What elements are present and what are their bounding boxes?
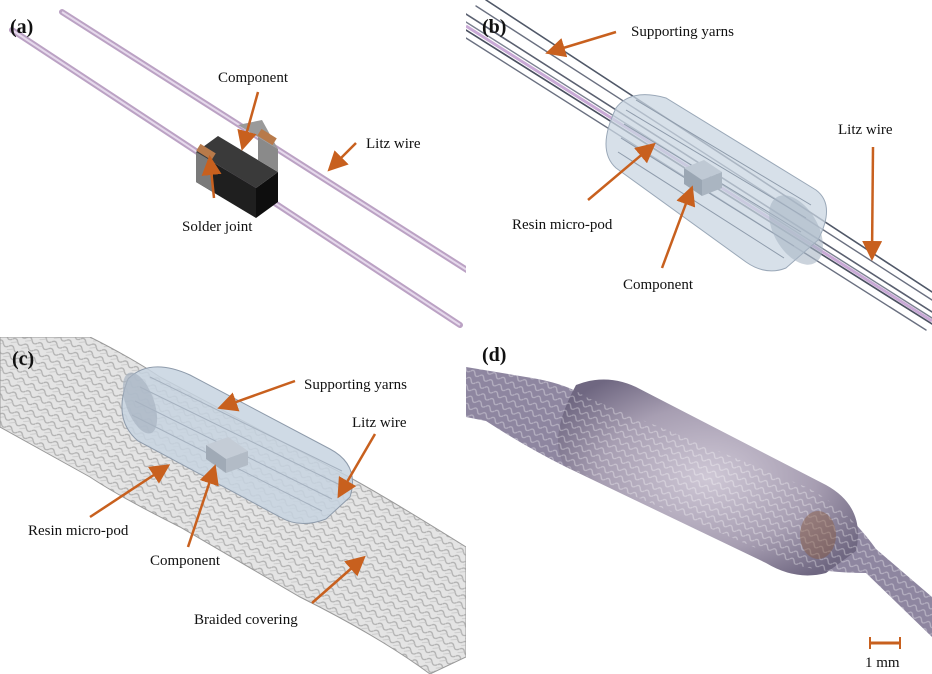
- scale-bar-label: 1 mm: [865, 655, 900, 671]
- panel-b-drawing: (b) Supporting yarns Litz wire Resin mic…: [466, 0, 932, 337]
- scale-bar: [870, 637, 900, 649]
- supporting-yarns-label: Supporting yarns: [304, 377, 407, 393]
- litz-wire-arrow: [872, 147, 873, 256]
- panel-b-label: (b): [482, 16, 506, 38]
- resin-micro-pod-label: Resin micro-pod: [512, 217, 613, 233]
- panel-a: (a) Component Litz wire Solder joint: [0, 0, 466, 337]
- supporting-yarns-label: Supporting yarns: [631, 24, 734, 40]
- panel-a-label: (a): [10, 16, 33, 38]
- smart-yarn-photo: [466, 367, 932, 637]
- litz-wire-label: Litz wire: [838, 122, 893, 138]
- panel-d-photo: (d) 1 mm: [466, 337, 932, 674]
- panel-c-drawing: (c) Supporting yarns Litz wire Resin mic…: [0, 337, 466, 674]
- supporting-yarns-arrow: [550, 32, 616, 52]
- braided-covering-label: Braided covering: [194, 612, 298, 628]
- panel-d: (d) 1 mm: [466, 337, 932, 674]
- component-label: Component: [150, 553, 221, 569]
- panel-d-label: (d): [482, 344, 506, 366]
- litz-wire-arrow: [331, 143, 356, 168]
- panel-c-label: (c): [12, 348, 34, 370]
- litz-wire-label: Litz wire: [352, 415, 407, 431]
- panel-c: (c) Supporting yarns Litz wire Resin mic…: [0, 337, 466, 674]
- panel-b: (b) Supporting yarns Litz wire Resin mic…: [466, 0, 932, 337]
- component-label: Component: [218, 70, 289, 86]
- panel-a-drawing: (a) Component Litz wire Solder joint: [0, 0, 466, 337]
- resin-micro-pod-label: Resin micro-pod: [28, 523, 129, 539]
- component-label: Component: [623, 277, 694, 293]
- litz-wire-label: Litz wire: [366, 136, 421, 152]
- solder-joint-label: Solder joint: [182, 219, 253, 235]
- supporting-yarns-arrow: [222, 381, 295, 407]
